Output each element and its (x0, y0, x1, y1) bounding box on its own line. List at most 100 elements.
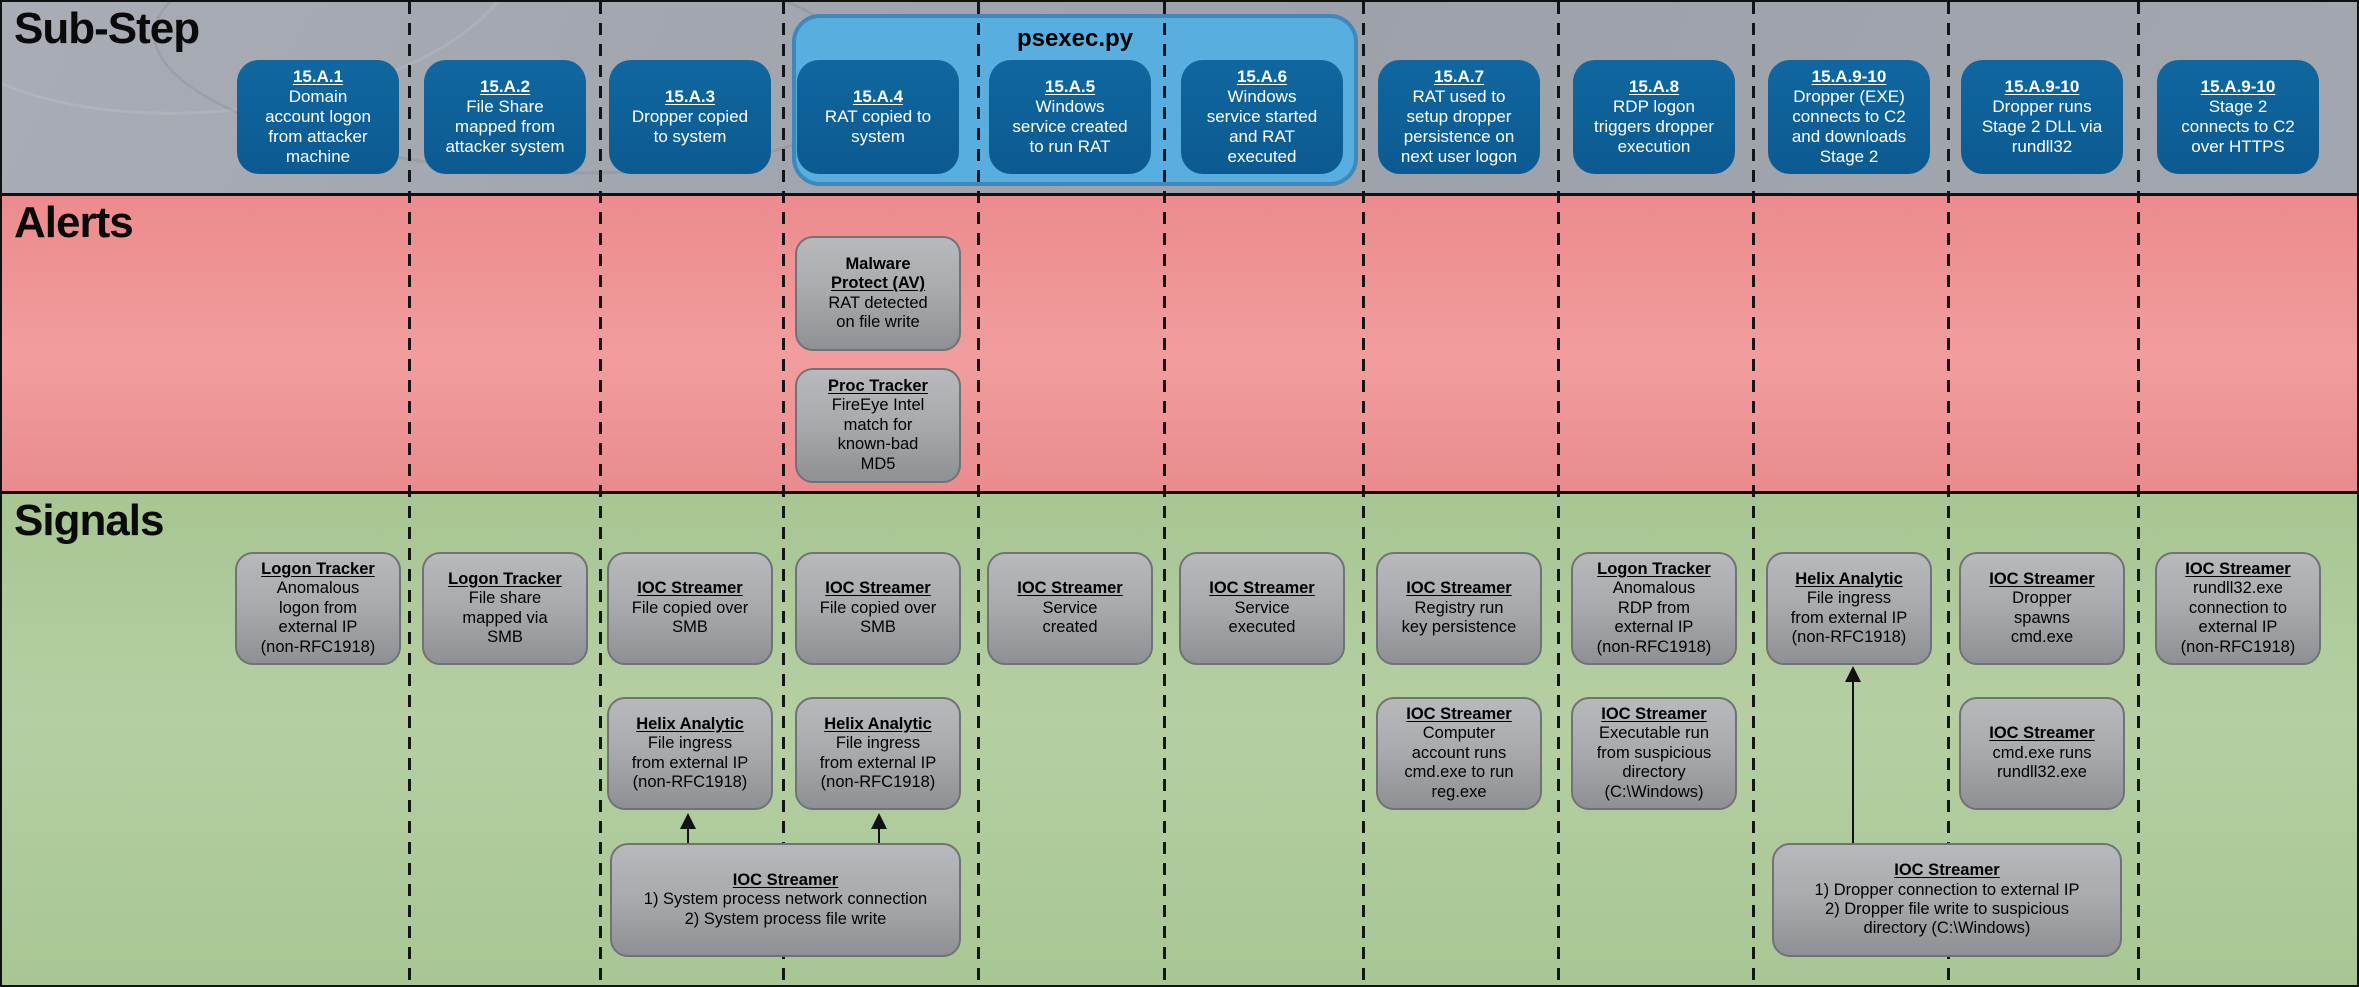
substep-text: RDP logon triggers dropper execution (1593, 96, 1714, 157)
signal-text: Service created (1042, 598, 1098, 637)
signal-tool-name: IOC Streamer (637, 579, 743, 598)
alert-tool-name: Proc Tracker (828, 376, 928, 395)
signal-text: cmd.exe runs rundll32.exe (1992, 743, 2092, 782)
signal-text: Service executed (1228, 598, 1296, 637)
signal-text: Dropper spawns cmd.exe (2010, 589, 2074, 646)
band-separator (2, 491, 2357, 494)
column-divider (1947, 2, 1950, 985)
signal-text: 1) Dropper connection to external IP 2) … (1814, 880, 2080, 938)
substep-text: Dropper (EXE) connects to C2 and downloa… (1791, 86, 1907, 167)
signal-tool-name: IOC Streamer (1406, 579, 1512, 598)
substep-id: 15.A.2 (479, 76, 531, 96)
alert-text: FireEye Intel match for known-bad MD5 (831, 396, 925, 473)
signal-tool-name: IOC Streamer (1601, 704, 1707, 723)
signal-tool-name: Logon Tracker (448, 569, 562, 588)
signal-text: File share mapped via SMB (462, 589, 548, 646)
arrow-head-icon (680, 813, 696, 829)
signal-tool-name: IOC Streamer (1989, 569, 2095, 588)
alert-text: RAT detected on file write (828, 293, 928, 331)
substep-text: File Share mapped from attacker system (445, 96, 565, 157)
arrow-connector (870, 813, 888, 843)
substep-band-label: Sub-Step (14, 4, 200, 53)
alert-tool-name: Malware (845, 254, 911, 273)
substep-id: 15.A.4 (852, 86, 904, 106)
band-alerts (2, 195, 2357, 493)
substep-id: 15.A.7 (1433, 66, 1485, 86)
arrow-shaft (877, 829, 881, 843)
signal-text: Registry run key persistence (1401, 598, 1517, 637)
signal-text: File ingress from external IP (non-RFC19… (1790, 589, 1908, 646)
signal-text: Executable run from suspicious directory… (1596, 724, 1712, 801)
substep-id: 15.A.9-10 (2004, 76, 2080, 96)
column-divider (599, 2, 602, 985)
arrow-shaft (1851, 682, 1855, 843)
substep-text: RAT used to setup dropper persistence on… (1400, 86, 1518, 167)
substep-text: Stage 2 connects to C2 over HTTPS (2181, 96, 2295, 157)
substep-text: Dropper copied to system (631, 106, 749, 147)
arrow-connector (1844, 666, 1862, 843)
column-divider (1362, 2, 1365, 985)
substep-id: 15.A.1 (292, 66, 344, 86)
alert-tool-name: Protect (AV) (830, 274, 926, 293)
signal-text: 1) System process network connection 2) … (643, 890, 928, 928)
arrow-shaft (686, 829, 690, 843)
signal-text: rundll32.exe connection to external IP (… (2180, 579, 2296, 656)
column-divider (408, 2, 411, 985)
signal-tool-name: Helix Analytic (824, 714, 932, 733)
substep-id: 15.A.3 (664, 86, 716, 106)
signal-tool-name: IOC Streamer (1017, 579, 1123, 598)
substep-id: 15.A.9-10 (2200, 76, 2276, 96)
arrow-head-icon (1845, 666, 1861, 682)
signal-tool-name: IOC Streamer (1209, 579, 1315, 598)
alerts-band-label: Alerts (14, 198, 134, 247)
signal-tool-name: Helix Analytic (636, 714, 744, 733)
signal-text: Anomalous RDP from external IP (non-RFC1… (1596, 579, 1712, 656)
signal-text: File copied over SMB (819, 598, 937, 637)
arrow-connector (679, 813, 697, 843)
arrow-head-icon (871, 813, 887, 829)
signal-text: Computer account runs cmd.exe to run reg… (1404, 724, 1514, 801)
substep-id: 15.A.5 (1044, 76, 1096, 96)
substep-text: Windows service started and RAT executed (1206, 86, 1318, 167)
signal-tool-name: Logon Tracker (1597, 559, 1711, 578)
signal-text: File ingress from external IP (non-RFC19… (631, 734, 749, 791)
column-divider (782, 2, 785, 985)
substep-text: Domain account logon from attacker machi… (265, 86, 371, 167)
signal-tool-name: IOC Streamer (2185, 559, 2291, 578)
substep-text: RAT copied to system (824, 106, 932, 147)
signal-tool-name: IOC Streamer (825, 579, 931, 598)
signal-tool-name: Logon Tracker (261, 559, 375, 578)
signal-text: Anomalous logon from external IP (non-RF… (260, 579, 376, 656)
substep-id: 15.A.6 (1236, 66, 1288, 86)
band-separator (2, 193, 2357, 196)
column-divider (1163, 2, 1166, 985)
signal-tool-name: IOC Streamer (1894, 861, 2000, 880)
